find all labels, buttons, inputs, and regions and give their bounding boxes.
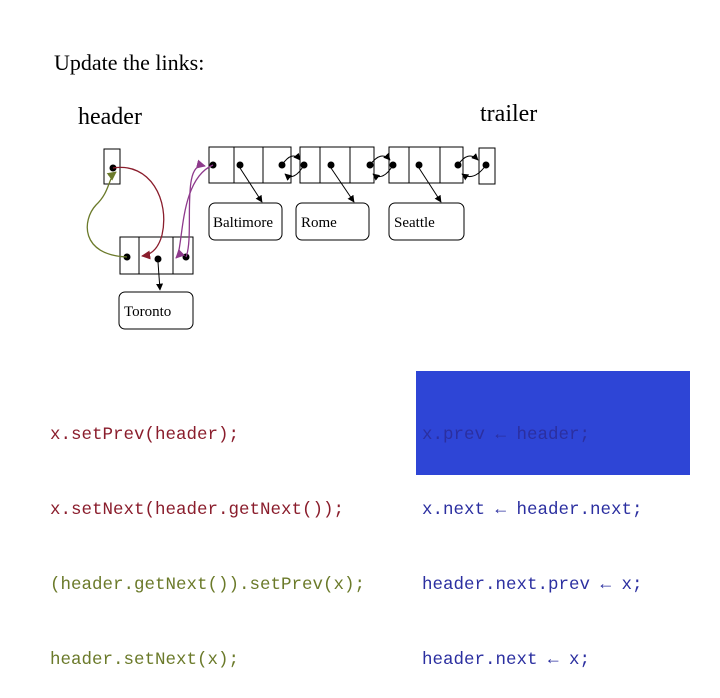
- element-arrow-baltimore: [239, 167, 263, 203]
- linked-list-diagram: Baltimore Rome Seattle Toronto: [86, 146, 496, 330]
- pseudo-line: header.next.prev ← x;: [422, 575, 643, 595]
- link-baltimore-next: [281, 152, 301, 166]
- pseudocode-box: [416, 371, 690, 475]
- header-node: [103, 148, 121, 185]
- element-box-rome: Rome: [295, 202, 370, 241]
- link-baltimore-prev-toronto: [175, 164, 214, 259]
- element-box-seattle: Seattle: [388, 202, 465, 241]
- element-box-baltimore: Baltimore: [208, 202, 283, 241]
- header-label: header: [78, 104, 142, 130]
- code-line: x.setNext(header.getNext());: [50, 500, 345, 520]
- element-label-toronto: Toronto: [124, 304, 171, 320]
- link-toronto-prev-header: [86, 171, 128, 258]
- pseudo-line: x.prev ← header;: [422, 425, 591, 445]
- link-rome-next: [369, 152, 391, 166]
- trailer-label: trailer: [480, 101, 538, 127]
- element-box-toronto: Toronto: [118, 291, 194, 330]
- element-arrow-rome: [330, 167, 355, 203]
- link-rome-prev: [284, 164, 305, 181]
- trailer-node: [478, 147, 496, 185]
- element-arrow-toronto: [156, 261, 164, 291]
- code-line: header.setNext(x);: [50, 650, 240, 670]
- pseudocode-block: x.prev ← header; x.next ← header.next; h…: [422, 373, 643, 698]
- link-seattle-prev: [372, 164, 394, 181]
- node-baltimore: [208, 146, 292, 184]
- node-seattle: [388, 146, 464, 184]
- link-toronto-next-baltimore: [185, 159, 206, 258]
- node-toronto: [119, 236, 194, 275]
- code-line: x.setPrev(header);: [50, 425, 240, 445]
- link-trailer-prev: [461, 164, 487, 181]
- link-seattle-next: [457, 153, 479, 166]
- pseudo-line: x.next ← header.next;: [422, 500, 643, 520]
- slide-title: Update the links:: [54, 50, 205, 75]
- java-code-block: x.setPrev(header); x.setNext(header.getN…: [50, 373, 365, 698]
- element-label-rome: Rome: [301, 215, 337, 231]
- element-arrow-seattle: [418, 167, 442, 203]
- code-line: (header.getNext()).setPrev(x);: [50, 575, 366, 595]
- link-header-to-toronto: [112, 166, 165, 260]
- element-label-baltimore: Baltimore: [213, 215, 273, 231]
- pseudo-line: header.next ← x;: [422, 650, 591, 670]
- element-label-seattle: Seattle: [394, 215, 435, 231]
